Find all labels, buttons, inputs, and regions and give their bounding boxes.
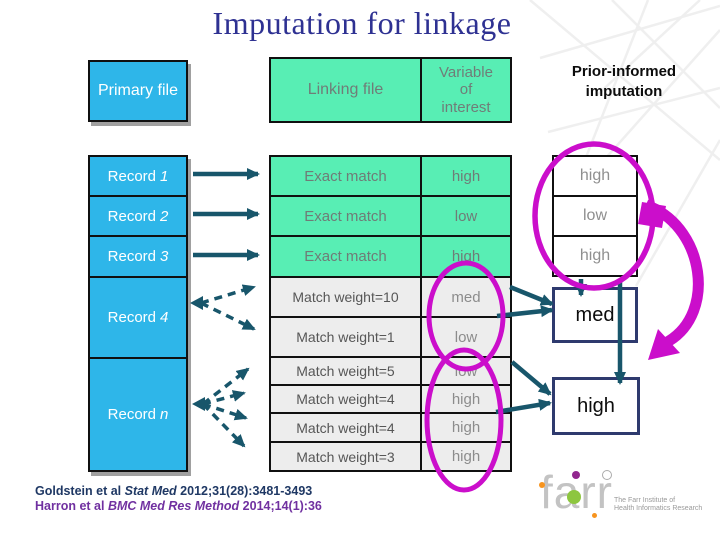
recordn-imputed-result: high	[552, 377, 640, 435]
linking-table-header: Linking file Variable of interest	[269, 57, 512, 123]
variable-of-interest-header: Variable of interest	[439, 64, 493, 116]
citations: Goldstein et al Stat Med 2012;31(28):348…	[35, 484, 322, 515]
imputed-value: high	[554, 235, 636, 275]
imputed-value: high	[579, 167, 611, 184]
logo-green-dot	[567, 490, 581, 504]
logo-orange-dot-small	[592, 513, 597, 518]
page-title: Imputation for linkage	[212, 5, 512, 41]
prior-informed-imputation-label: Prior-informed imputation	[571, 63, 677, 101]
imputed-value: low	[554, 195, 636, 235]
citation-goldstein: Goldstein et al Stat Med 2012;31(28):348…	[35, 484, 313, 498]
citation-harron: Harron et al BMC Med Res Method 2014;14(…	[35, 499, 322, 514]
primary-file-header: Primary file	[88, 60, 188, 122]
logo-open-circle	[602, 470, 612, 480]
logo-orange-dot	[539, 482, 545, 488]
farr-institute-logo: farr The Farr Institute of Health Inform…	[538, 455, 708, 535]
farr-logo-tagline: The Farr Institute of Health Informatics…	[614, 497, 703, 513]
linking-file-header: Linking file	[271, 59, 422, 121]
imputed-exact-stack: high low high	[552, 155, 638, 277]
record4-imputed-result: med	[552, 287, 638, 343]
logo-purple-dot	[572, 471, 580, 479]
